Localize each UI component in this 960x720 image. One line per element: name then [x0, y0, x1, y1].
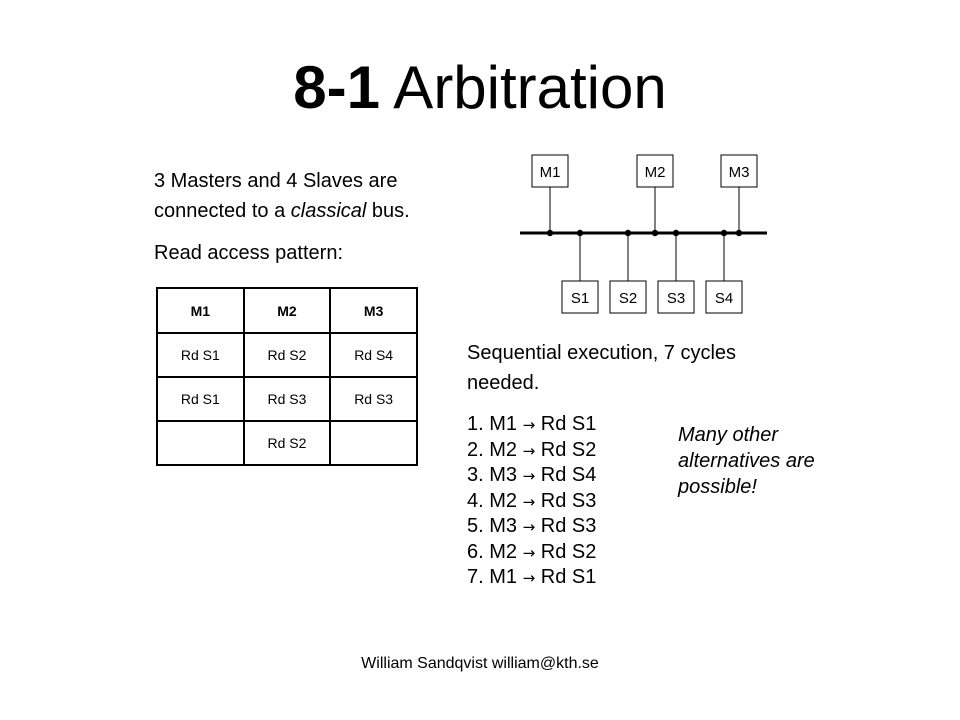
- step-master: M2: [489, 489, 518, 512]
- list-item: 7. M1 → Rd S1: [467, 565, 596, 591]
- bus-diagram: M1 M2 M3 S1 S2 S3 S4: [520, 154, 767, 314]
- arrow-icon: →: [522, 569, 536, 587]
- table-cell: Rd S1: [156, 376, 245, 422]
- master-label: M2: [645, 164, 666, 181]
- master-m1: M1: [531, 154, 569, 237]
- step-master: M1: [489, 566, 518, 588]
- table-row: Rd S2: [156, 420, 418, 466]
- title-number: 8-1: [293, 54, 380, 121]
- title-text: Arbitration: [393, 54, 667, 121]
- slave-label: S2: [619, 290, 637, 307]
- step-master: M1: [489, 413, 518, 435]
- slave-s3: S3: [657, 229, 695, 314]
- table-header: M2: [242, 287, 332, 334]
- master-label: M1: [540, 164, 561, 181]
- slide-title: 8-1 Arbitration: [0, 52, 960, 124]
- list-item: 6. M2 → Rd S2: [467, 540, 596, 566]
- step-number: 3.: [467, 464, 484, 486]
- arrow-icon: →: [522, 441, 536, 460]
- list-item: 2. M2 → Rd S2: [467, 438, 596, 464]
- footer-author: William Sandqvist william@kth.se: [361, 655, 599, 672]
- master-m2: M2: [636, 154, 674, 237]
- step-number: 7.: [467, 566, 484, 588]
- intro-part-1: 3 Masters and 4 Slaves are connected to …: [154, 170, 398, 222]
- arrow-icon: →: [522, 543, 536, 562]
- arrow-icon: →: [522, 467, 536, 485]
- step-action: Rd S3: [540, 515, 597, 537]
- slave-label: S1: [571, 290, 589, 307]
- step-number: 2.: [467, 438, 484, 461]
- sequential-execution-text: Sequential execution, 7 cycles needed.: [467, 342, 737, 394]
- table-header-row: M1 M2 M3: [156, 287, 418, 334]
- list-item: 4. M2 → Rd S3: [467, 489, 596, 515]
- list-item: 3. M3 → Rd S4: [467, 463, 596, 489]
- step-master: M2: [489, 438, 518, 461]
- slave-s2: S2: [609, 229, 647, 314]
- step-action: Rd S1: [540, 413, 597, 435]
- arrow-icon: →: [522, 492, 536, 511]
- slave-label: S4: [715, 290, 733, 307]
- list-item: 5. M3 → Rd S3: [467, 514, 596, 540]
- step-action: Rd S4: [540, 464, 597, 486]
- step-master: M3: [489, 515, 518, 537]
- slave-label: S3: [667, 290, 685, 307]
- table-header: M3: [329, 287, 418, 334]
- table-header: M1: [156, 287, 245, 334]
- arrow-icon: →: [522, 416, 536, 434]
- table-cell: Rd S2: [242, 332, 332, 378]
- table-cell: Rd S3: [242, 376, 332, 422]
- step-number: 4.: [467, 489, 484, 512]
- step-master: M3: [489, 464, 518, 486]
- step-master: M2: [489, 540, 518, 563]
- table-cell: Rd S1: [156, 332, 245, 378]
- list-item: 1. M1 → Rd S1: [467, 412, 596, 438]
- master-label: M3: [729, 164, 750, 181]
- step-action: Rd S1: [540, 566, 597, 588]
- step-number: 5.: [467, 515, 484, 537]
- step-number: 1.: [467, 413, 484, 435]
- arrow-icon: →: [522, 518, 536, 536]
- slave-s1: S1: [561, 229, 599, 314]
- access-pattern-table: M1 M2 M3 Rd S1 Rd S2 Rd S4 Rd S1 Rd S3 R…: [156, 287, 418, 466]
- intro-text: 3 Masters and 4 Slaves are connected to …: [154, 166, 484, 226]
- intro-emphasis: classical: [290, 200, 367, 222]
- table-cell: Rd S3: [329, 376, 418, 422]
- table-cell: [329, 420, 418, 466]
- table-row: Rd S1 Rd S2 Rd S4: [156, 332, 418, 378]
- table-cell: [156, 420, 245, 466]
- table-cell: Rd S2: [242, 420, 332, 466]
- master-m3: M3: [720, 154, 758, 237]
- intro-part-2: bus.: [366, 200, 410, 222]
- slave-s4: S4: [705, 229, 743, 314]
- read-access-label: Read access pattern:: [154, 242, 343, 264]
- step-action: Rd S2: [540, 438, 597, 461]
- alternatives-note: Many other alternatives are possible!: [678, 424, 815, 498]
- step-number: 6.: [467, 540, 484, 563]
- table-cell: Rd S4: [329, 332, 418, 378]
- execution-steps: 1. M1 → Rd S1 2. M2 → Rd S2 3. M3 → Rd S…: [467, 412, 596, 591]
- step-action: Rd S3: [540, 489, 597, 512]
- step-action: Rd S2: [540, 540, 597, 563]
- table-row: Rd S1 Rd S3 Rd S3: [156, 376, 418, 422]
